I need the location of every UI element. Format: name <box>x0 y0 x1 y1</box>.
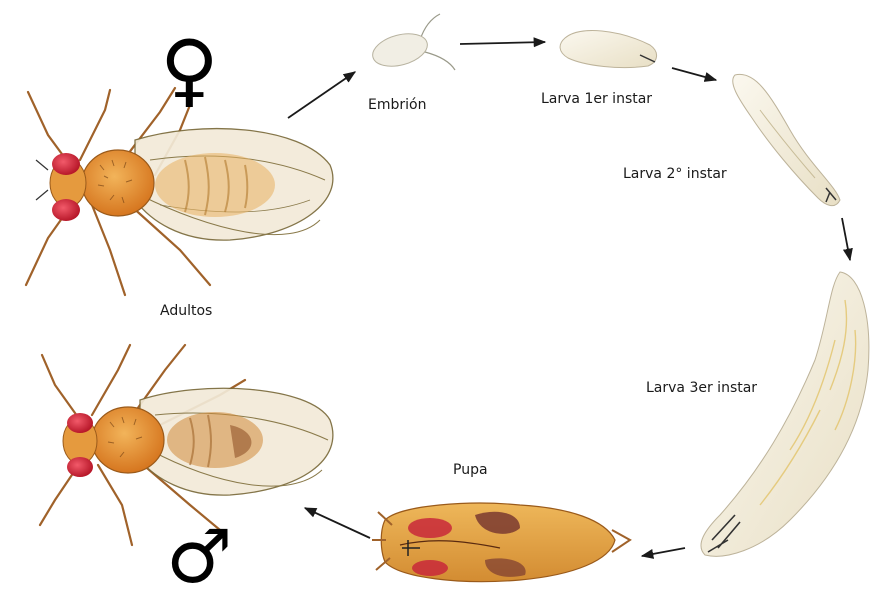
larva3-illustration <box>701 272 869 556</box>
embryo-illustration <box>369 14 455 72</box>
label-embryo: Embrión <box>368 97 426 113</box>
arrow-pupa-to-adult <box>305 508 370 538</box>
male-symbol: ♂ <box>166 520 232 594</box>
label-larva1: Larva 1er instar <box>541 91 652 107</box>
arrow-adult-to-embryo <box>288 72 355 118</box>
larva1-illustration <box>560 31 656 68</box>
arrow-larva2-to-larva3 <box>842 218 850 260</box>
label-larva3: Larva 3er instar <box>646 380 757 396</box>
larva2-illustration <box>733 74 840 205</box>
label-pupa: Pupa <box>453 462 488 478</box>
label-larva2: Larva 2° instar <box>623 166 727 182</box>
female-fly <box>26 88 333 295</box>
arrow-larva3-to-pupa <box>642 548 685 556</box>
label-adults: Adultos <box>160 303 212 319</box>
female-symbol: ♀ <box>160 30 219 110</box>
arrow-embryo-to-larva1 <box>460 42 545 44</box>
arrow-larva1-to-larva2 <box>672 68 716 80</box>
pupa-illustration <box>372 503 630 581</box>
